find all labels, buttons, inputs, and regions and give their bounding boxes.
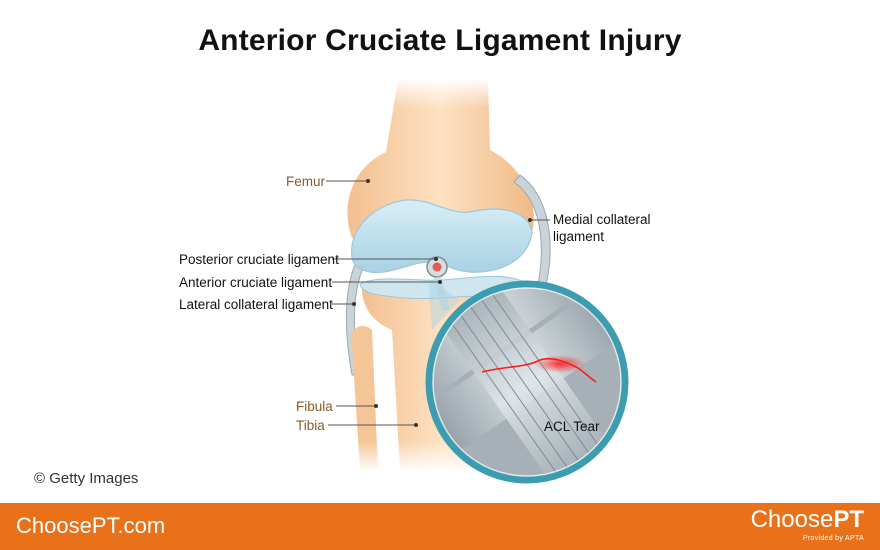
- label-tibia: Tibia: [296, 418, 325, 433]
- brand-logo: ChoosePT Provided by APTA: [751, 506, 864, 544]
- footer-bar: ChoosePT.com ChoosePT Provided by APTA: [0, 503, 880, 550]
- brand-name-bold: PT: [833, 506, 864, 533]
- label-fibula: Fibula: [296, 399, 333, 414]
- tear-glow: [534, 355, 586, 373]
- label-femur: Femur: [286, 174, 326, 189]
- footer-site-link[interactable]: ChoosePT.com: [16, 513, 166, 538]
- label-lateral-collateral: Lateral collateral ligament: [179, 297, 333, 312]
- cartilage: [351, 199, 533, 274]
- femur-bone: [347, 78, 534, 238]
- label-acl-tear: ACL Tear: [544, 419, 600, 434]
- brand-subtitle: Provided by APTA: [802, 535, 864, 542]
- acl-magnifier: [425, 280, 629, 484]
- label-posterior-cruciate: Posterior cruciate ligament: [179, 252, 339, 267]
- label-anterior-cruciate: Anterior cruciate ligament: [179, 275, 332, 290]
- image-credit: © Getty Images: [34, 470, 139, 487]
- brand-name-light: Choose: [750, 506, 834, 533]
- fibula-bone: [350, 325, 384, 472]
- page-title: Anterior Cruciate Ligament Injury: [198, 24, 682, 57]
- leader-lines: [326, 179, 550, 427]
- tear-line: [481, 357, 597, 383]
- label-medial-collateral-1: Medial collateral: [553, 212, 651, 227]
- label-medial-collateral-2: ligament: [553, 229, 604, 244]
